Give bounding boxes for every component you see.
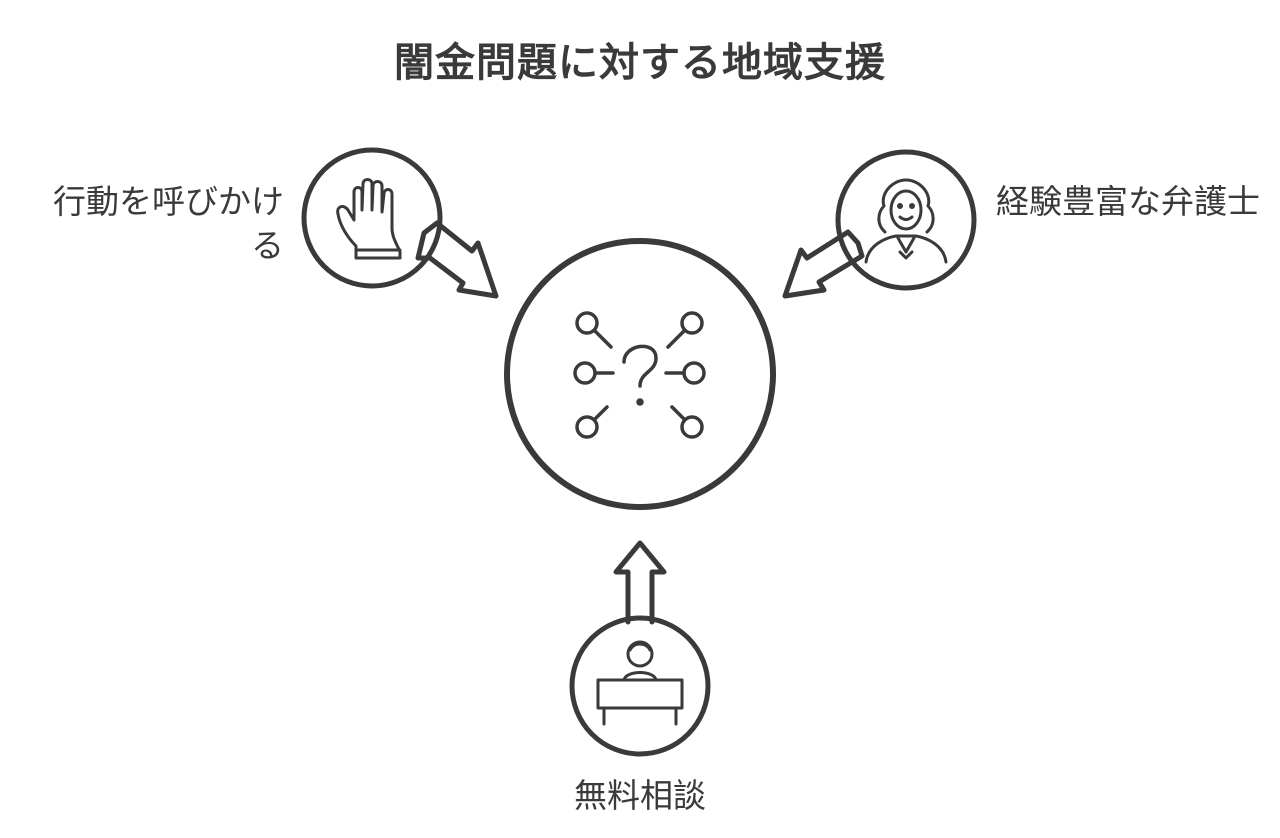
left-node [301, 147, 499, 299]
experienced-lawyer-label: 経験豊富な弁護士 [996, 182, 1260, 221]
bottom-circle [569, 615, 711, 757]
diagram-title: 闇金問題に対する地域支援 [394, 40, 886, 86]
right-circle [835, 149, 977, 291]
call-to-action-label: 行動を呼びかける [53, 182, 284, 265]
left-arrow [415, 220, 499, 299]
left-circle [301, 147, 443, 289]
right-node [782, 149, 977, 299]
lawyer-icon [864, 178, 948, 264]
consultation-desk-icon [596, 640, 684, 726]
question-network-icon [573, 311, 706, 439]
center-node [504, 238, 776, 510]
raised-hand-icon [336, 178, 402, 260]
bottom-node [569, 540, 711, 757]
center-circle [504, 238, 776, 510]
bottom-arrow [613, 540, 667, 625]
free-consultation-label: 無料相談 [574, 776, 706, 815]
right-arrow [782, 229, 865, 299]
